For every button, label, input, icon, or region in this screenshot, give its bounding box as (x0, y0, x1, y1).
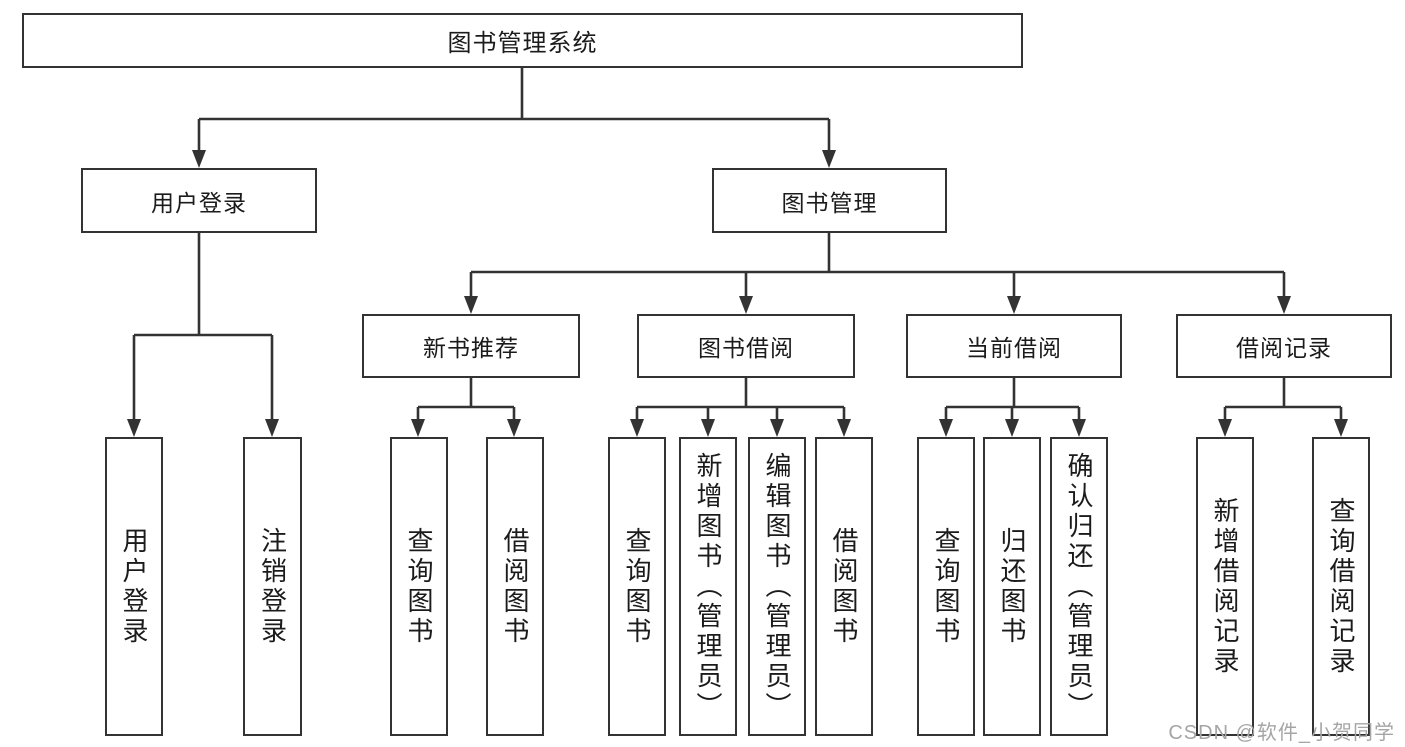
node-label: 当前借阅 (966, 335, 1062, 361)
node-label: 新增借阅记录 (1210, 496, 1240, 677)
node-label: 新增图书（管理员） (693, 451, 723, 722)
node-label: 用户登录 (119, 526, 149, 647)
node-label: 借阅图书 (829, 526, 859, 647)
leaf-return-book: 归还图书 (983, 437, 1041, 736)
csdn-watermark: CSDN @软件_小贺同学 (1168, 722, 1395, 744)
node-label: 查询图书 (931, 526, 961, 647)
leaf-logout: 注销登录 (243, 437, 302, 736)
node-new-book-recommendation: 新书推荐 (362, 314, 580, 378)
leaf-query-books-borrowing: 查询图书 (608, 437, 666, 736)
node-label: 新书推荐 (423, 335, 519, 361)
node-label: 图书借阅 (698, 335, 794, 361)
arrowheads (127, 150, 1348, 437)
node-label: 查询图书 (622, 526, 652, 647)
node-label: 注销登录 (257, 526, 288, 647)
node-label: 查询图书 (404, 526, 434, 647)
node-label: 用户登录 (151, 189, 247, 216)
node-label: 查询借阅记录 (1326, 496, 1356, 677)
node-label: 确认归还（管理员） (1064, 451, 1094, 722)
node-book-management: 图书管理 (712, 168, 947, 233)
leaf-query-books-recommend: 查询图书 (390, 437, 448, 736)
node-book-borrowing: 图书借阅 (637, 314, 855, 378)
node-label: 图书管理系统 (447, 30, 598, 57)
leaf-borrow-books-borrowing: 借阅图书 (815, 437, 873, 736)
node-label: 编辑图书（管理员） (762, 451, 792, 722)
node-label: 借阅图书 (500, 526, 530, 647)
leaf-edit-book-admin: 编辑图书（管理员） (748, 437, 806, 736)
node-label: 图书管理 (781, 189, 878, 216)
leaf-add-borrow-record: 新增借阅记录 (1196, 437, 1254, 736)
node-user-login-group: 用户登录 (81, 168, 317, 233)
leaf-query-borrow-record: 查询借阅记录 (1312, 437, 1370, 736)
node-current-borrowing: 当前借阅 (906, 314, 1122, 378)
leaf-add-book-admin: 新增图书（管理员） (679, 437, 737, 736)
node-library-system: 图书管理系统 (22, 13, 1023, 68)
node-borrowing-records: 借阅记录 (1176, 314, 1392, 378)
leaf-borrow-books-recommend: 借阅图书 (486, 437, 544, 736)
node-label: 借阅记录 (1236, 335, 1332, 361)
leaf-user-login: 用户登录 (105, 437, 163, 736)
leaf-confirm-return-admin: 确认归还（管理员） (1050, 437, 1108, 736)
leaf-query-books-current: 查询图书 (917, 437, 975, 736)
node-label: 归还图书 (997, 526, 1027, 647)
